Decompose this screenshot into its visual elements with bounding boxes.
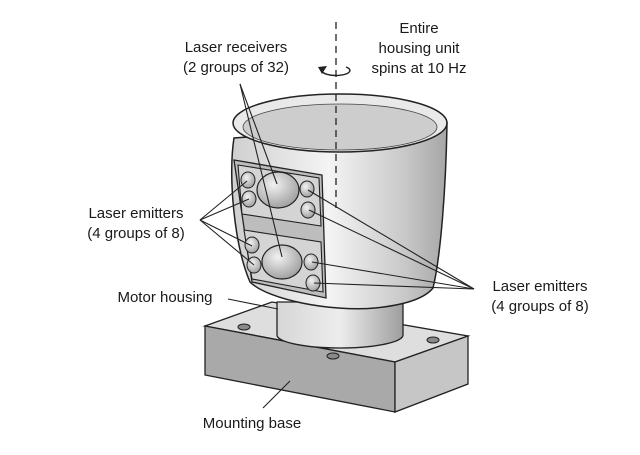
label-receivers-line2: (2 groups of 32) bbox=[183, 59, 289, 76]
leader-line-motor-housing bbox=[227, 298, 279, 310]
leader-line-emitters-left bbox=[199, 219, 253, 247]
leader-line-receivers bbox=[239, 83, 283, 258]
rotation-indicator bbox=[318, 22, 351, 208]
label-spin-line2: housing unit bbox=[379, 40, 461, 57]
leader-line-emitters-right bbox=[308, 209, 475, 290]
base-side-face bbox=[394, 335, 469, 413]
motor-cylinder bbox=[276, 301, 404, 349]
emitter-lens bbox=[300, 201, 316, 219]
emitter-lens bbox=[244, 236, 260, 254]
leader-line-emitters-right bbox=[311, 261, 475, 290]
leader-line-emitters-right bbox=[307, 189, 475, 290]
label-receivers-line1: Laser receivers bbox=[185, 39, 288, 56]
label-motor-housing: Motor housing bbox=[117, 289, 212, 306]
rotation-arrowhead bbox=[318, 66, 327, 74]
emitter-lens bbox=[240, 171, 256, 189]
label-emitters-left-line1: Laser emitters bbox=[88, 205, 183, 222]
leader-lines bbox=[199, 83, 475, 409]
mount-hole bbox=[237, 323, 251, 331]
mount-hole bbox=[326, 352, 340, 360]
receiver-lens-upper bbox=[256, 171, 300, 209]
rotation-arrow bbox=[321, 66, 351, 77]
leader-line-receivers bbox=[239, 83, 278, 185]
emitter-lens bbox=[303, 253, 319, 271]
mount-hole bbox=[426, 336, 440, 344]
label-mounting-base: Mounting base bbox=[203, 415, 301, 432]
receiver-lens-lower bbox=[261, 244, 303, 280]
label-spin-line3: spins at 10 Hz bbox=[371, 60, 466, 77]
label-emitters-right-line1: Laser emitters bbox=[492, 278, 587, 295]
leader-line-emitters-left bbox=[199, 219, 255, 266]
leader-line-emitters-right bbox=[313, 282, 475, 290]
leader-line-emitters-left bbox=[199, 180, 248, 221]
motor-housing bbox=[276, 301, 404, 349]
rotating-head bbox=[230, 93, 448, 310]
leader-line-emitters-left bbox=[199, 198, 250, 221]
leader-line-mounting-base bbox=[262, 380, 291, 409]
label-spin-line1: Entire bbox=[399, 20, 438, 37]
emitter-lens bbox=[299, 180, 315, 198]
head-top-inner bbox=[242, 103, 438, 151]
label-emitters-left-line2: (4 groups of 8) bbox=[87, 225, 185, 242]
label-emitters-right-line2: (4 groups of 8) bbox=[491, 298, 589, 315]
